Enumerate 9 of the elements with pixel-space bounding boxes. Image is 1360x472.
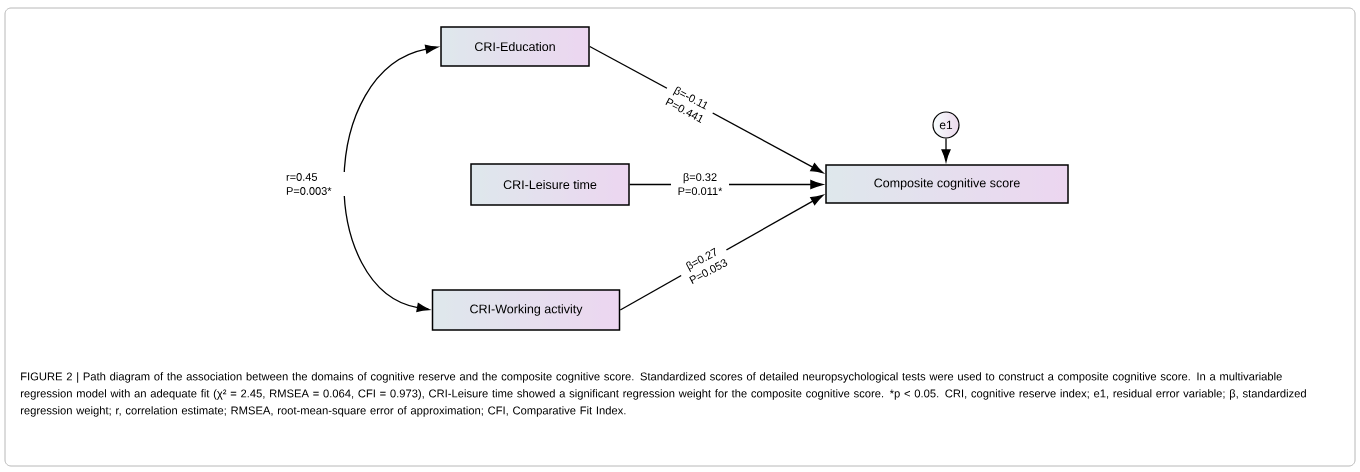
- arrow: [343, 44, 438, 313]
- variable-box: CRI-Education: [440, 26, 590, 67]
- edge-label: β=0.32 P=0.011*: [671, 171, 729, 197]
- variable-box: Composite cognitive score: [825, 164, 1069, 204]
- caption: FIGURE 2 | Path diagram of the association between the domains of cognitive reserve and the composite cognitive score. Standardized scores of detailed neuropsychological tests were used to construct a composite cognitive score. In a multivariable regression model with an adequate fit (χ² = 2.45, RMSEA = 0.064, CFI = 0.973), CRI-Leisure time showed a significant regression weight for the composite cognitive score. *p < 0.05. CRI, cognitive reserve index; e1, residual error variable; β, standardized regression weight; r, correlation estimate; RMSEA, root-mean-square error of approximation; CFI, Comparative Fit Index.: [20, 372, 1306, 417]
- variable-box: CRI-Leisure time: [470, 163, 630, 206]
- variable-box: CRI-Working activity: [431, 289, 621, 331]
- edge-label: r=0.45 P=0.003*: [285, 172, 349, 196]
- arrow: [941, 137, 951, 162]
